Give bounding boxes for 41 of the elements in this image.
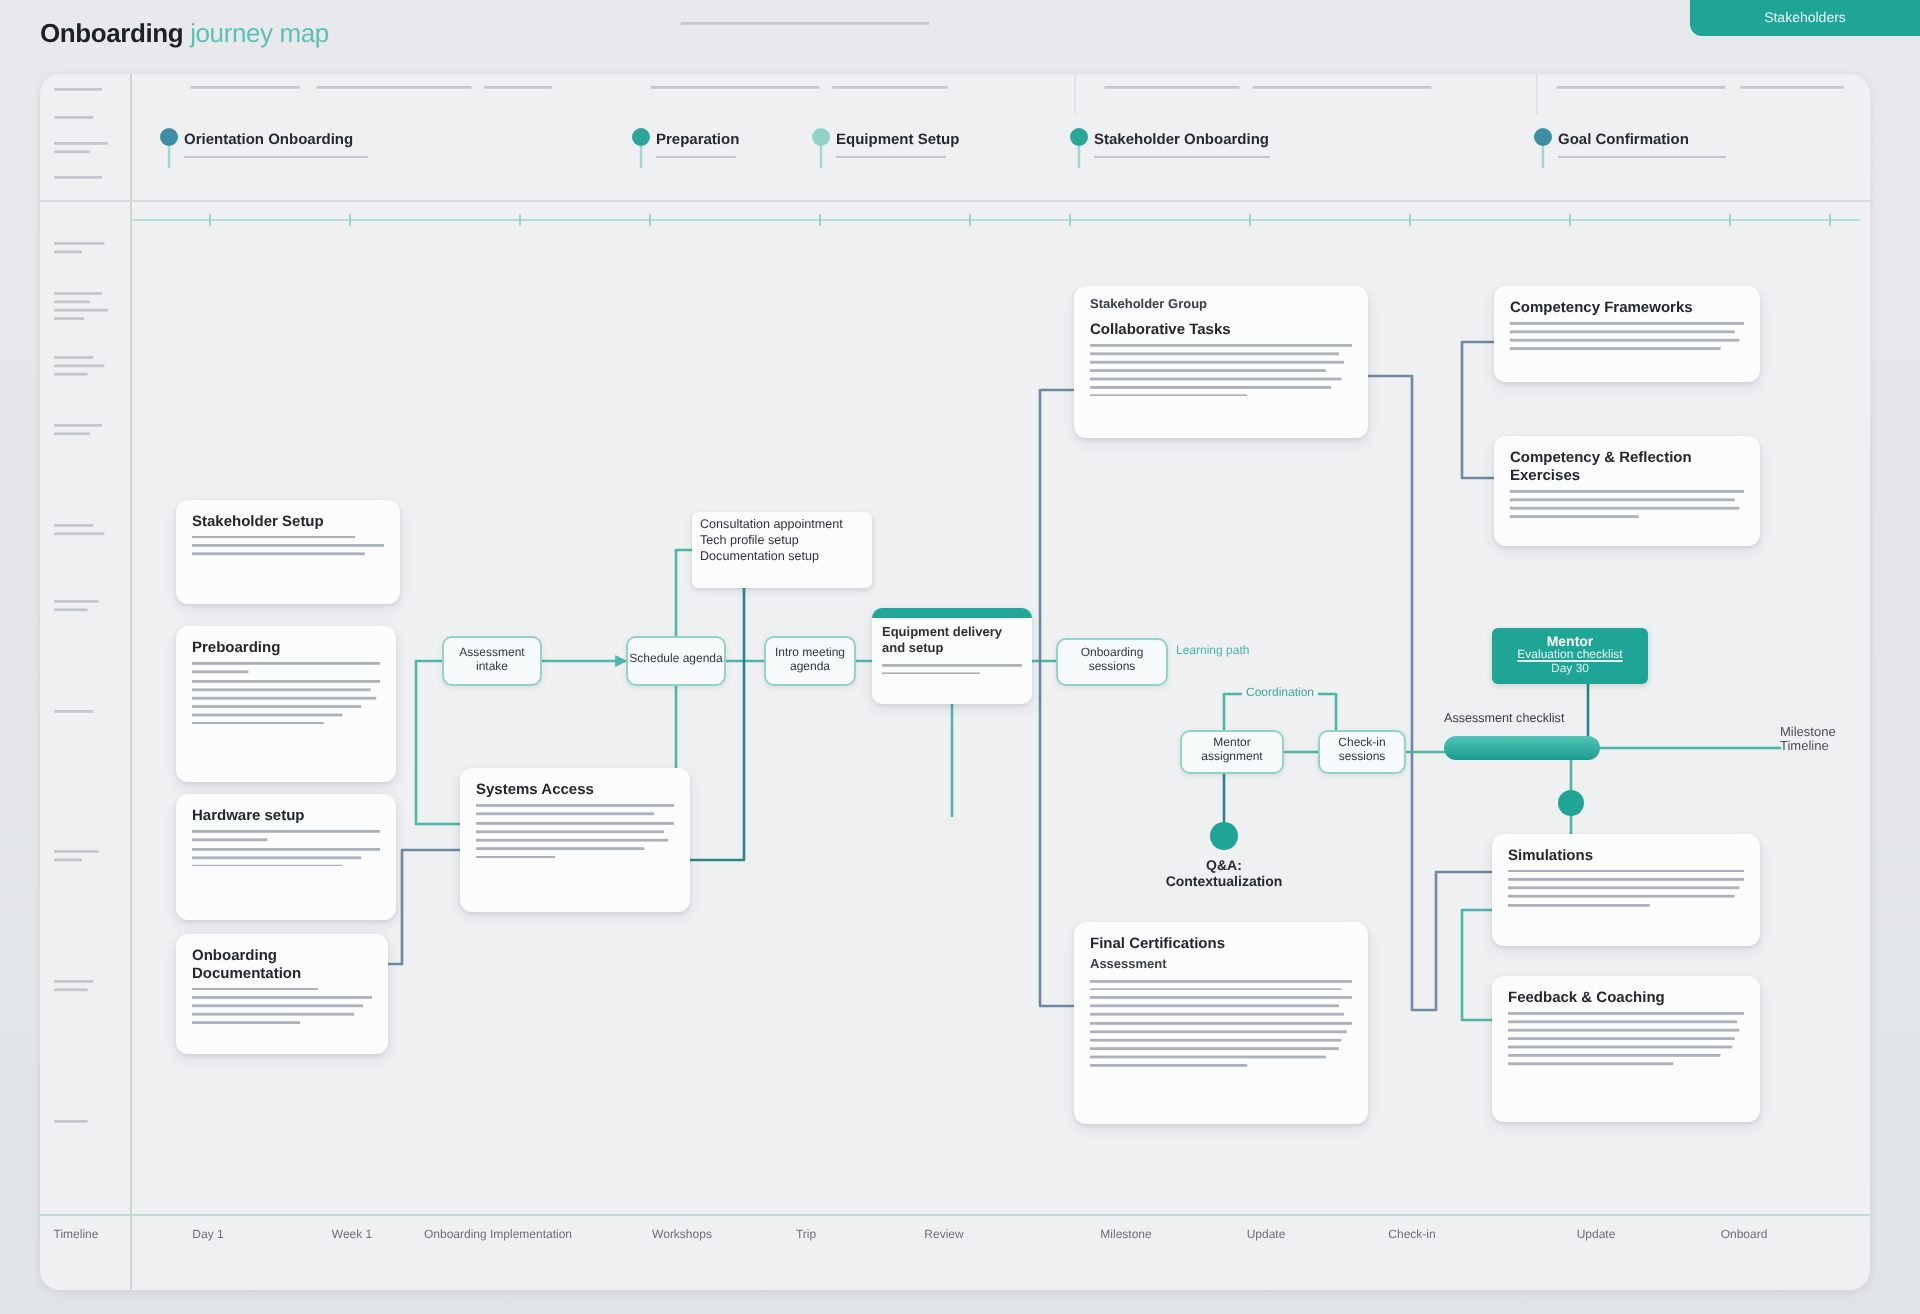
connector-line (950, 702, 954, 818)
connector-line (1038, 388, 1076, 1008)
info-card (176, 500, 400, 604)
info-card (1492, 976, 1760, 1122)
step-card (872, 608, 1032, 704)
arrow (540, 655, 628, 667)
info-card (1074, 286, 1368, 438)
connector-line (1222, 772, 1226, 824)
process-box (442, 636, 542, 686)
connector-line (386, 848, 462, 966)
process-box (1180, 730, 1284, 774)
connector-line (1282, 750, 1320, 754)
info-card (176, 934, 388, 1054)
info-card (1494, 286, 1760, 382)
connector-line (674, 548, 694, 638)
connector-line (1569, 758, 1573, 792)
info-card (1074, 922, 1368, 1124)
info-card (176, 626, 396, 782)
connector-line (688, 586, 746, 862)
connector-line (1404, 750, 1446, 754)
connector-line (1460, 908, 1494, 1022)
process-box (1056, 638, 1168, 686)
info-card (176, 794, 396, 920)
connector-line (724, 659, 766, 663)
process-box (764, 636, 856, 686)
highlight-box (1492, 628, 1648, 684)
connector-line (1586, 682, 1590, 738)
note-card (692, 512, 872, 588)
info-card (1494, 436, 1760, 546)
connector-line (674, 684, 678, 770)
info-card (460, 768, 690, 912)
connector-line (1366, 374, 1494, 1012)
info-card (1492, 834, 1760, 946)
connector-line (414, 659, 462, 826)
connector-line (1460, 340, 1496, 480)
connector-line (1030, 659, 1058, 663)
connector-line (1598, 746, 1782, 750)
timeline-bar (1444, 736, 1600, 760)
diagram-title: Onboarding journey map (40, 18, 329, 50)
process-box (1318, 730, 1406, 774)
process-box (626, 636, 726, 686)
